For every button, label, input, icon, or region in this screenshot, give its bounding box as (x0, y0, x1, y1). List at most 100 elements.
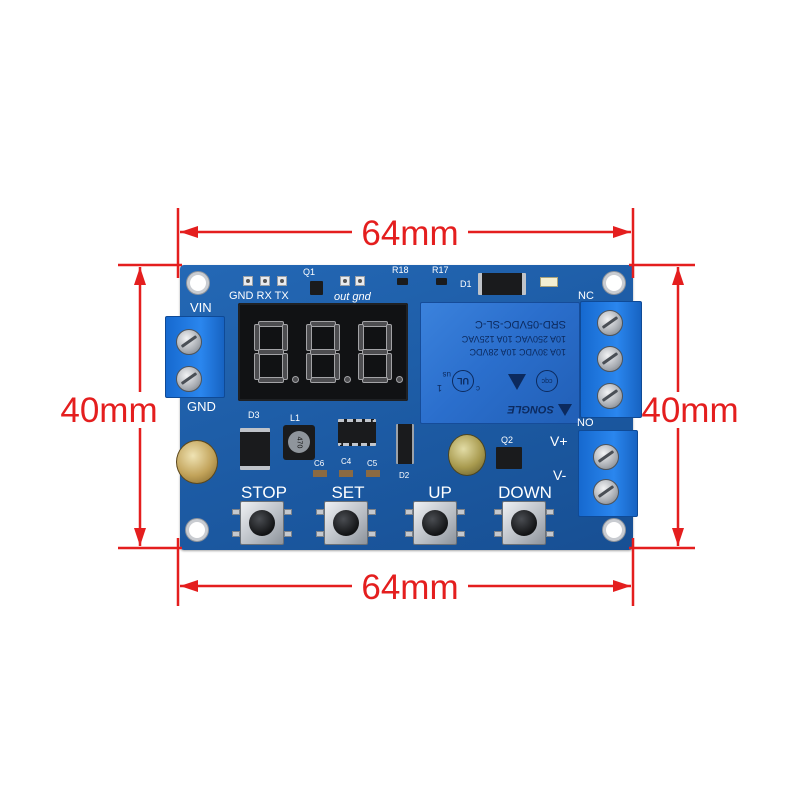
buzzer (448, 434, 486, 476)
button-pin (494, 531, 502, 537)
segment-d (258, 377, 284, 383)
c4-label: C4 (341, 457, 352, 466)
button-pin (546, 509, 554, 515)
capacitor-c6 (313, 470, 327, 477)
button-pin (284, 509, 292, 515)
diode-d1 (478, 273, 526, 295)
screw-v-plus (593, 444, 619, 470)
header-pin-rx (260, 276, 270, 286)
button-pin (494, 509, 502, 515)
button-pin (232, 509, 240, 515)
r17-label: R17 (432, 265, 449, 275)
mounting-hole-bottom-right (603, 519, 625, 541)
decimal-point (292, 376, 299, 383)
up-button (405, 501, 465, 545)
screw-gnd (176, 366, 202, 392)
display-digit (358, 321, 403, 383)
segment-b (334, 324, 340, 351)
seven-segment-display (238, 303, 408, 401)
button-pin (546, 531, 554, 537)
electrolytic-capacitor (176, 440, 218, 484)
right-label-background (642, 392, 738, 428)
button-cap (511, 510, 537, 536)
v-minus-label: V- (553, 467, 567, 483)
screw-nc (597, 310, 623, 336)
r18-label: R18 (392, 265, 409, 275)
decimal-point (344, 376, 351, 383)
d3-label: D3 (248, 410, 260, 420)
segment-e (358, 353, 364, 380)
top-dimension-label: 64mm (361, 214, 458, 253)
l1-label: L1 (290, 413, 301, 423)
right-dimension-label: 40mm (641, 391, 738, 430)
output-pin-gnd (355, 276, 365, 286)
output-pin-out (340, 276, 350, 286)
diode-d3 (240, 428, 270, 470)
inductor-core: 470 (288, 431, 310, 453)
segment-f (358, 324, 364, 351)
screw-no (597, 383, 623, 409)
button-body (502, 501, 546, 545)
q1-label: Q1 (303, 267, 316, 277)
button-cap (422, 510, 448, 536)
output-pins-label: out gnd (334, 291, 371, 303)
screw-v-minus (593, 479, 619, 505)
bottom-dimension-label: 64mm (361, 568, 458, 607)
button-pin (316, 531, 324, 537)
segment-f (306, 324, 312, 351)
v-plus-label: V+ (550, 433, 568, 449)
button-pin (284, 531, 292, 537)
button-pin (405, 509, 413, 515)
header-pins-label: GND RX TX (229, 290, 289, 302)
capacitor-c5 (366, 470, 380, 477)
d1-label: D1 (460, 279, 472, 289)
screw-vin (176, 329, 202, 355)
segment-c (282, 353, 288, 380)
button-pin (368, 509, 376, 515)
button-pin (457, 509, 465, 515)
down-button-label: DOWN (498, 483, 552, 502)
button-body (413, 501, 457, 545)
left-dimension-label: 40mm (60, 391, 157, 430)
d2-label: D2 (399, 471, 410, 480)
bottom-label-background (352, 568, 468, 604)
button-cap (249, 510, 275, 536)
diode-d2 (396, 424, 414, 464)
stop-button-label: STOP (241, 483, 287, 502)
stop-button (232, 501, 292, 545)
vin-label: VIN (190, 300, 212, 315)
top-label-background (352, 214, 468, 250)
segment-d (310, 377, 336, 383)
c5-label: C5 (367, 459, 378, 468)
inductor-l1: 470 (283, 425, 315, 460)
transistor-q1 (310, 281, 323, 295)
gnd-label: GND (187, 399, 216, 414)
left-label-background (62, 392, 156, 428)
nc-label: NC (578, 290, 594, 302)
mounting-hole-top-right (603, 272, 625, 294)
segment-b (386, 324, 392, 351)
button-pin (405, 531, 413, 537)
display-digit (306, 321, 351, 383)
screw-com (597, 346, 623, 372)
mounting-hole-top-left (187, 272, 209, 294)
segment-c (334, 353, 340, 380)
mounting-hole-bottom-left (186, 519, 208, 541)
button-body (324, 501, 368, 545)
c6-label: C6 (314, 459, 325, 468)
resistor-r18 (397, 278, 408, 285)
display-digit (254, 321, 299, 383)
decimal-point (396, 376, 403, 383)
ic-chip (338, 419, 376, 446)
header-pin-gnd (243, 276, 253, 286)
up-button-label: UP (428, 483, 452, 502)
segment-c (386, 353, 392, 380)
button-cap (333, 510, 359, 536)
header-pin-tx (277, 276, 287, 286)
segment-g (362, 349, 388, 355)
capacitor-c4 (339, 470, 353, 477)
segment-f (254, 324, 260, 351)
segment-d (362, 377, 388, 383)
button-pin (316, 509, 324, 515)
